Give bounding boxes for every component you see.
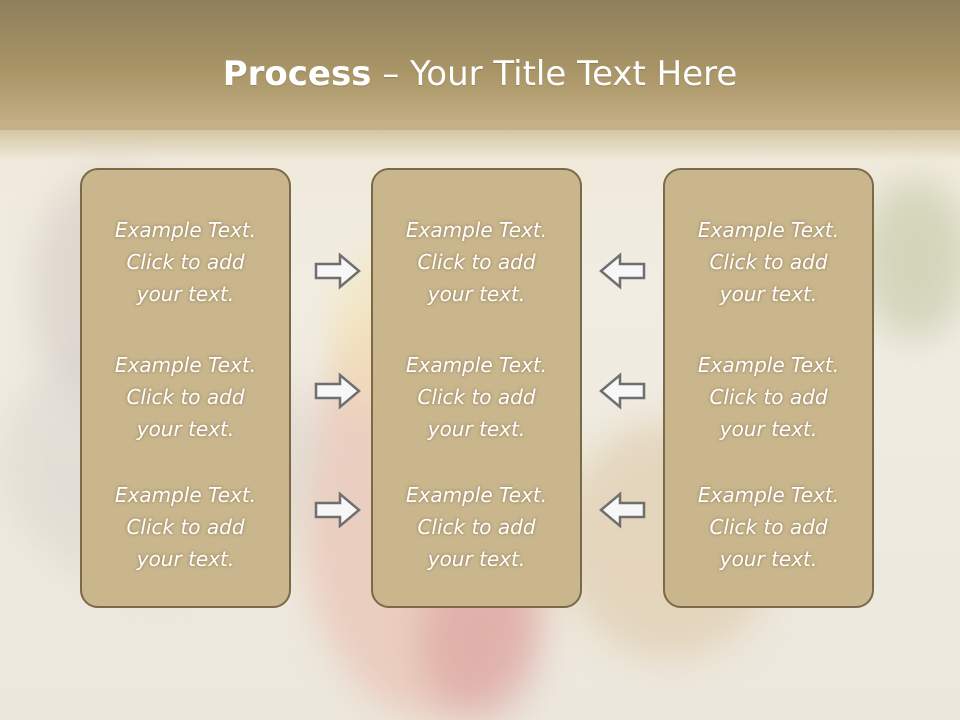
text-block[interactable]: Example Text. Click to add your text. xyxy=(405,483,548,571)
text-block[interactable]: Example Text. Click to add your text. xyxy=(405,353,548,441)
slide-title[interactable]: Process – Your Title Text Here xyxy=(0,52,960,96)
title-bar xyxy=(0,0,960,130)
title-rest: – Your Title Text Here xyxy=(371,54,738,94)
text-block[interactable]: Example Text. Click to add your text. xyxy=(697,218,840,306)
right-arrow-icon xyxy=(314,491,361,529)
process-box-center[interactable]: Example Text. Click to add your text. Ex… xyxy=(371,168,582,608)
process-box-right[interactable]: Example Text. Click to add your text. Ex… xyxy=(663,168,874,608)
right-arrow-icon xyxy=(314,372,361,410)
process-box-left[interactable]: Example Text. Click to add your text. Ex… xyxy=(80,168,291,608)
text-block[interactable]: Example Text. Click to add your text. xyxy=(697,483,840,571)
left-arrow-icon xyxy=(599,491,646,529)
text-block[interactable]: Example Text. Click to add your text. xyxy=(114,353,257,441)
right-arrow-icon xyxy=(314,252,361,290)
left-arrow-icon xyxy=(599,372,646,410)
text-block[interactable]: Example Text. Click to add your text. xyxy=(114,483,257,571)
left-arrow-icon xyxy=(599,252,646,290)
text-block[interactable]: Example Text. Click to add your text. xyxy=(405,218,548,306)
title-bold: Process xyxy=(222,54,372,94)
text-block[interactable]: Example Text. Click to add your text. xyxy=(114,218,257,306)
text-block[interactable]: Example Text. Click to add your text. xyxy=(697,353,840,441)
